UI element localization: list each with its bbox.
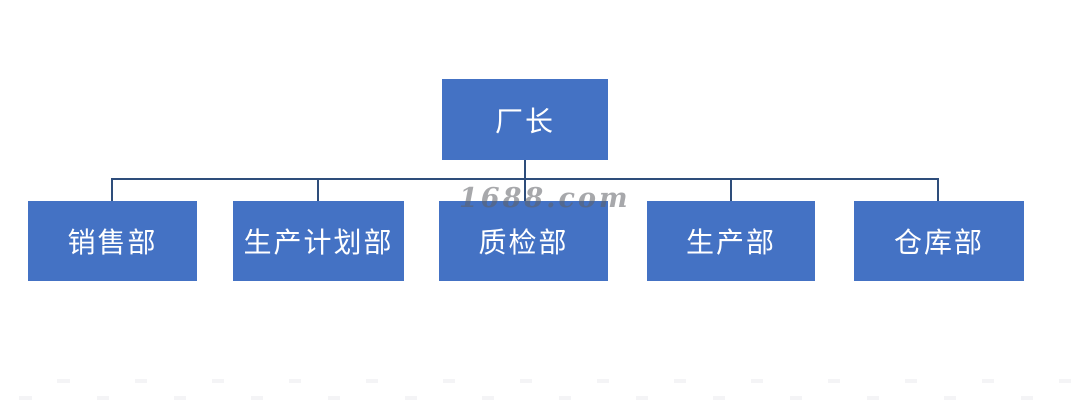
site-watermark: 1688.com xyxy=(459,183,631,214)
org-node-label: 厂长 xyxy=(494,105,555,137)
org-node-production-planning-dept: 生产计划部 xyxy=(233,201,404,281)
org-node-label: 仓库部 xyxy=(893,227,984,258)
faint-watermark-pattern xyxy=(0,379,1079,383)
connector-root-stem xyxy=(524,160,526,201)
org-node-label: 销售部 xyxy=(67,227,158,258)
org-node-production-dept: 生产部 xyxy=(647,201,815,281)
connector-drop-warehouse xyxy=(937,180,939,201)
org-node-label: 生产部 xyxy=(685,227,776,258)
org-node-label: 质检部 xyxy=(478,227,569,258)
org-node-quality-inspection-dept: 质检部 xyxy=(439,201,608,281)
org-node-sales-dept: 销售部 xyxy=(28,201,197,281)
faint-watermark-pattern xyxy=(0,396,1079,400)
connector-drop-planning xyxy=(317,180,319,201)
connector-drop-production xyxy=(730,180,732,201)
org-node-factory-director: 厂长 xyxy=(442,79,608,160)
connector-horizontal-bus xyxy=(111,178,939,180)
org-node-warehouse-dept: 仓库部 xyxy=(854,201,1024,281)
connector-drop-sales xyxy=(111,180,113,201)
org-node-label: 生产计划部 xyxy=(243,227,394,258)
